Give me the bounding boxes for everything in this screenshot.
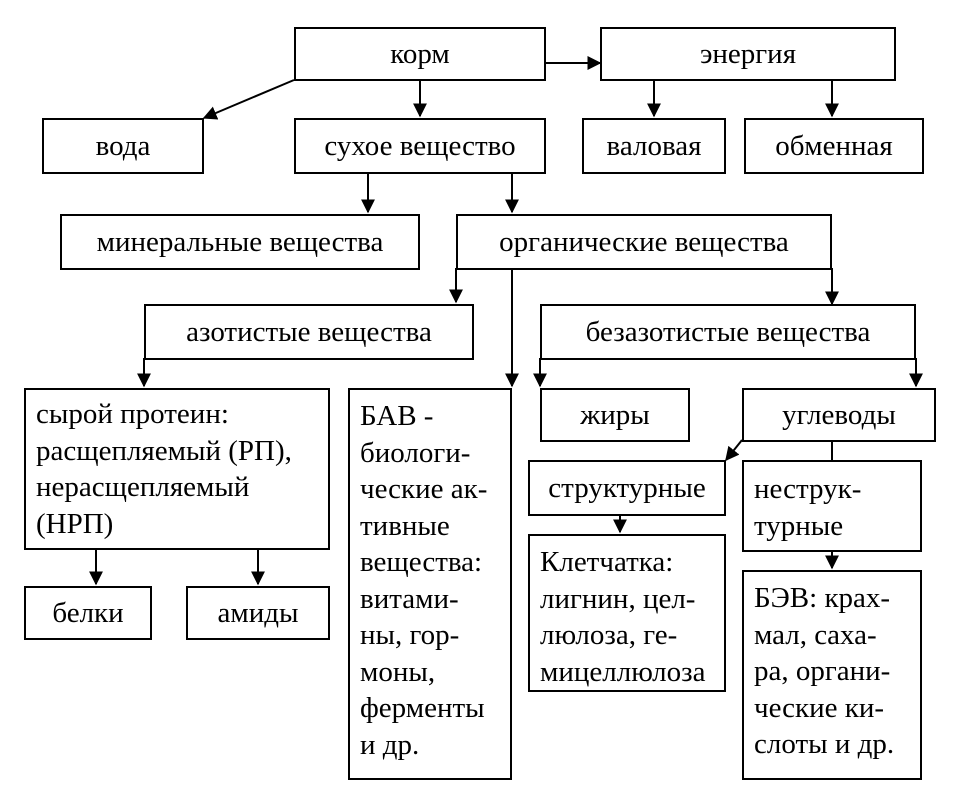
node-belki-label: белки (52, 596, 124, 629)
bav-line-1: БАВ - (360, 400, 434, 432)
node-voda: вода (42, 118, 204, 174)
node-mineralnye-veshchestva: минеральные вещества (60, 214, 420, 270)
arrow-uglevody-to-strukturnye (725, 439, 743, 462)
bev-line-5: слоты и др. (754, 728, 895, 760)
node-organicheskie-label: органические вещества (499, 225, 789, 258)
protein-line-2: расщепляемый (РП), (36, 434, 292, 467)
node-voda-label: вода (95, 129, 151, 162)
bav-line-5: вещества: (360, 546, 483, 578)
node-sukhoe-veshchestvo: сухое вещество (294, 118, 546, 174)
bav-line-9: ферменты (360, 692, 485, 724)
node-sukhoe-label: сухое вещество (324, 129, 516, 162)
bav-line-2: биологи- (360, 436, 471, 469)
node-strukturnye-label: структурные (548, 471, 706, 504)
node-obmennaya: обменная (744, 118, 924, 174)
bav-line-3: ческие ак- (360, 473, 488, 505)
node-uglevody-label: углеводы (782, 398, 896, 431)
kletchatka-line-4: мицеллюлоза (540, 655, 706, 688)
node-bav: БАВ - биологи- ческие ак- тивные веществ… (348, 388, 512, 780)
node-obmennaya-label: обменная (775, 129, 893, 162)
node-mineralnye-label: минеральные вещества (96, 225, 384, 258)
node-bezazotistye-label: безазотистые вещества (585, 315, 871, 348)
node-strukturnye: структурные (528, 460, 726, 516)
node-syroy-protein: сырой протеин: расщепляемый (РП), нерасщ… (24, 388, 330, 550)
protein-line-4: (НРП) (36, 507, 114, 540)
bav-line-6: витами- (360, 582, 459, 615)
node-azotistye-veshchestva: азотистые вещества (144, 304, 474, 360)
bav-line-10: и др. (360, 728, 420, 761)
bav-line-7: ны, гор- (360, 619, 460, 651)
node-amidy-label: амиды (217, 596, 299, 629)
protein-line-3: нерасщепляемый (36, 471, 250, 503)
node-nestrukturnye: неструк- турные (742, 460, 922, 552)
node-korm: корм (294, 27, 546, 81)
kletchatka-line-2: лигнин, цел- (540, 582, 696, 615)
node-zhiry-label: жиры (580, 398, 650, 431)
node-azotistye-label: азотистые вещества (186, 315, 432, 348)
node-valovaya: валовая (582, 118, 726, 174)
kletchatka-line-1: Клетчатка: (540, 546, 674, 578)
bev-line-3: ра, органи- (754, 655, 891, 687)
bev-line-2: мал, сaха- (754, 618, 877, 651)
protein-line-1: сырой протеин: (36, 398, 229, 430)
node-energiya: энергия (600, 27, 896, 81)
node-bev: БЭВ: крах- мал, сaха- ра, органи- ческие… (742, 570, 922, 780)
node-kletchatka: Клетчатка: лигнин, цел- люлоза, ге- мице… (528, 534, 726, 692)
bav-line-8: моны, (360, 655, 436, 688)
node-organicheskie-veshchestva: органические вещества (456, 214, 832, 270)
nestrukturnye-line-1: неструк- (754, 473, 862, 505)
node-valovaya-label: валовая (606, 129, 702, 162)
bev-line-1: БЭВ: крах- (754, 582, 891, 614)
arrow-korm-to-voda (202, 79, 295, 120)
node-zhiry: жиры (540, 388, 690, 442)
bev-line-4: ческие ки- (754, 691, 885, 724)
nestrukturnye-line-2: турные (754, 509, 844, 542)
kletchatka-line-3: люлоза, ге- (540, 619, 678, 651)
node-amidy: амиды (186, 586, 330, 640)
node-energiya-label: энергия (699, 37, 797, 70)
node-belki: белки (24, 586, 152, 640)
node-uglevody: углеводы (742, 388, 936, 442)
bav-line-4: тивные (360, 509, 450, 542)
node-korm-label: корм (390, 37, 450, 70)
node-bezazotistye-veshchestva: безазотистые вещества (540, 304, 916, 360)
